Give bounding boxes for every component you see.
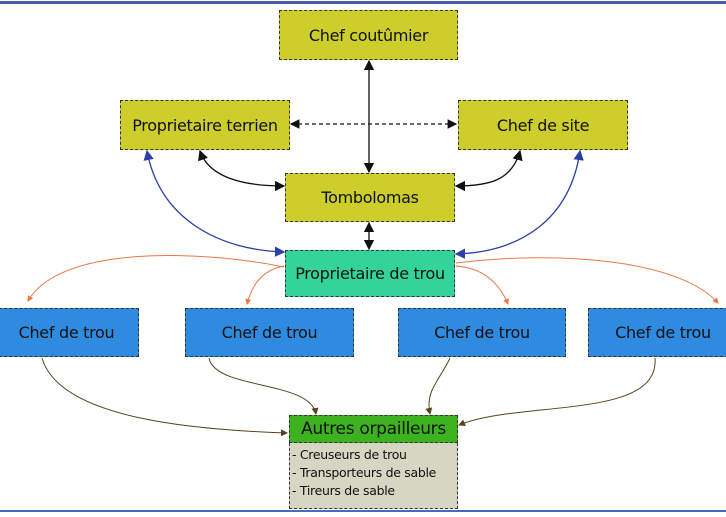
node-chef-de-site: Chef de site (458, 100, 628, 150)
orpailleurs-list: - Creuseurs de trou - Transporteurs de s… (289, 443, 458, 509)
list-item: - Tireurs de sable (292, 483, 395, 498)
top-border (0, 1, 726, 4)
node-chef-de-trou: Chef de trou (588, 308, 726, 357)
edge-site-trou (454, 149, 584, 259)
bottom-border (0, 510, 726, 512)
node-tombolomas: Tombolomas (285, 173, 455, 222)
edge-terrien-trou (143, 149, 286, 257)
edge-trou-chefs (27, 254, 719, 305)
node-chef-de-trou: Chef de trou (398, 308, 566, 357)
list-item: - Transporteurs de sable (292, 465, 437, 480)
node-chef-de-trou: Chef de trou (0, 308, 139, 357)
node-proprietaire-terrien: Proprietaire terrien (120, 100, 290, 150)
node-chef-coutumier: Chef coutûmier (279, 10, 458, 60)
edge-terrien-tombolomas (198, 149, 286, 192)
list-item: - Creuseurs de trou (292, 447, 407, 462)
node-chef-de-trou: Chef de trou (185, 308, 354, 357)
node-autres-orpailleurs: Autres orpailleurs (289, 415, 458, 443)
edge-site-tombolomas (454, 149, 523, 192)
node-proprietaire-de-trou: Proprietaire de trou (285, 250, 455, 297)
edge-chefs-orpailleurs (41, 357, 656, 437)
